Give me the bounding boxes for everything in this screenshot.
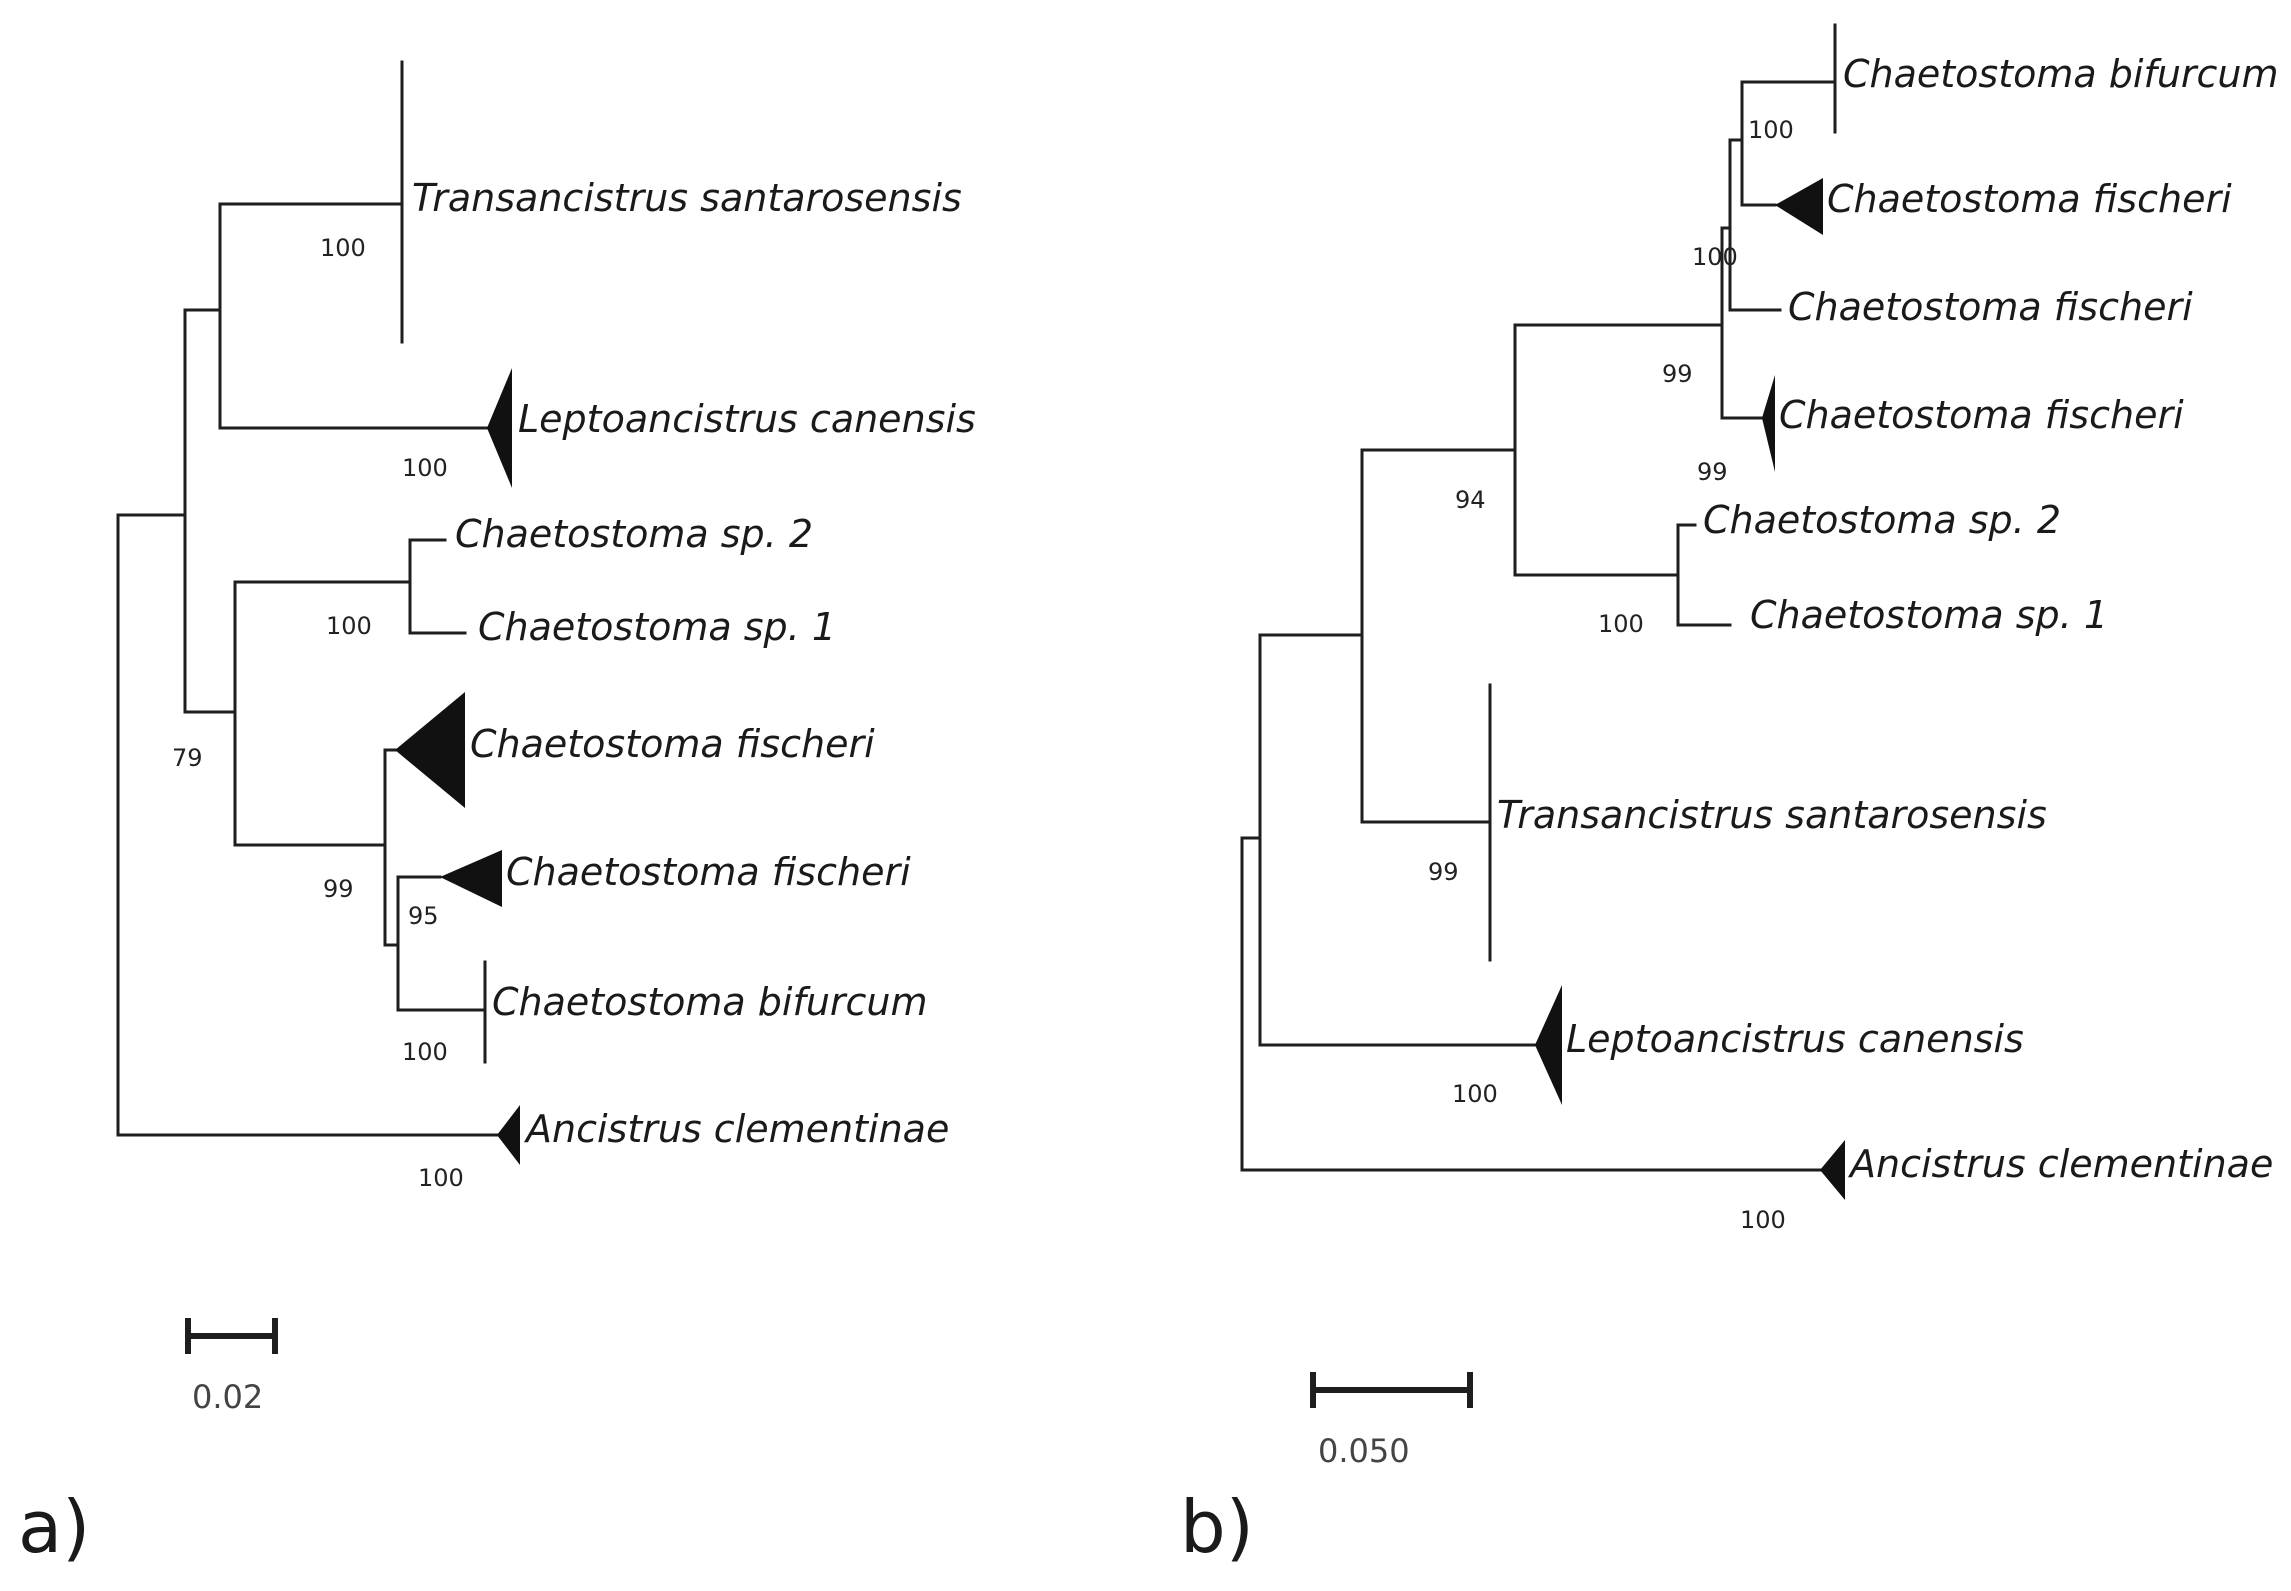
taxon-b-fischeri-3: Chaetostoma fischeri <box>1779 393 2184 437</box>
taxon-a-sp2: Chaetostoma sp. 2 <box>455 512 813 556</box>
scale-label-b: 0.050 <box>1318 1432 1410 1470</box>
collapsed-clade-b-ancistrus <box>1820 1140 1845 1200</box>
scale-bar-a <box>185 1318 278 1354</box>
support-b-ancistrus: 100 <box>1740 1206 1786 1234</box>
taxon-b-leptoancistrus: Leptoancistrus canensis <box>1566 1017 2024 1061</box>
taxon-a-ancistrus: Ancistrus clementinae <box>523 1107 949 1151</box>
support-a-node95: 95 <box>408 902 439 930</box>
support-b-bifurcum: 100 <box>1748 116 1794 144</box>
taxon-a-sp1: Chaetostoma sp. 1 <box>478 605 836 649</box>
taxon-a-bifurcum: Chaetostoma bifurcum <box>492 980 928 1024</box>
panel-label-a: a) <box>18 1485 90 1569</box>
collapsed-clade-a-ancistrus <box>497 1105 520 1165</box>
collapsed-clade-b-fischeri-1 <box>1775 178 1823 235</box>
taxon-a-fischeri-1: Chaetostoma fischeri <box>470 722 875 766</box>
support-b-node100-inner: 100 <box>1692 243 1738 271</box>
collapsed-clade-a-fischeri-2 <box>440 850 502 907</box>
support-a-ancistrus: 100 <box>418 1164 464 1192</box>
support-a-bifurcum: 100 <box>402 1038 448 1066</box>
support-a-transancistrus: 100 <box>320 234 366 262</box>
support-a-node99: 99 <box>323 875 354 903</box>
scale-label-a: 0.02 <box>192 1378 263 1416</box>
support-b-sp-clade: 100 <box>1598 610 1644 638</box>
taxon-b-sp2: Chaetostoma sp. 2 <box>1703 498 2061 542</box>
collapsed-clade-b-leptoancistrus <box>1535 985 1562 1105</box>
tree-panel-b: Chaetostoma bifurcum Chaetostoma fischer… <box>1180 23 2279 1569</box>
support-b-fischeri-3: 99 <box>1697 458 1728 486</box>
taxon-b-fischeri-1: Chaetostoma fischeri <box>1827 177 2232 221</box>
support-b-node99-upper: 99 <box>1662 360 1693 388</box>
collapsed-clade-b-fischeri-3 <box>1762 375 1775 472</box>
collapsed-clade-a-leptoancistrus <box>487 368 512 488</box>
taxon-b-bifurcum: Chaetostoma bifurcum <box>1843 52 2279 96</box>
taxon-a-transancistrus: Transancistrus santarosensis <box>412 176 962 220</box>
taxon-b-sp1: Chaetostoma sp. 1 <box>1750 593 2108 637</box>
support-a-node79: 79 <box>172 744 203 772</box>
panel-label-b: b) <box>1180 1485 1254 1569</box>
support-a-leptoancistrus: 100 <box>402 454 448 482</box>
taxon-a-fischeri-2: Chaetostoma fischeri <box>506 850 911 894</box>
taxon-b-ancistrus: Ancistrus clementinae <box>1847 1142 2273 1186</box>
taxon-b-fischeri-2: Chaetostoma fischeri <box>1788 285 2193 329</box>
support-b-leptoancistrus: 100 <box>1452 1080 1498 1108</box>
tree-panel-a: Transancistrus santarosensis Leptoancist… <box>18 60 976 1569</box>
taxon-a-leptoancistrus: Leptoancistrus canensis <box>518 397 976 441</box>
collapsed-clade-a-fischeri-1 <box>395 692 465 808</box>
support-a-sp-clade: 100 <box>326 612 372 640</box>
support-b-transancistrus: 99 <box>1428 858 1459 886</box>
taxon-b-transancistrus: Transancistrus santarosensis <box>1497 793 2047 837</box>
support-b-node94: 94 <box>1455 486 1486 514</box>
scale-bar-b <box>1310 1372 1473 1408</box>
